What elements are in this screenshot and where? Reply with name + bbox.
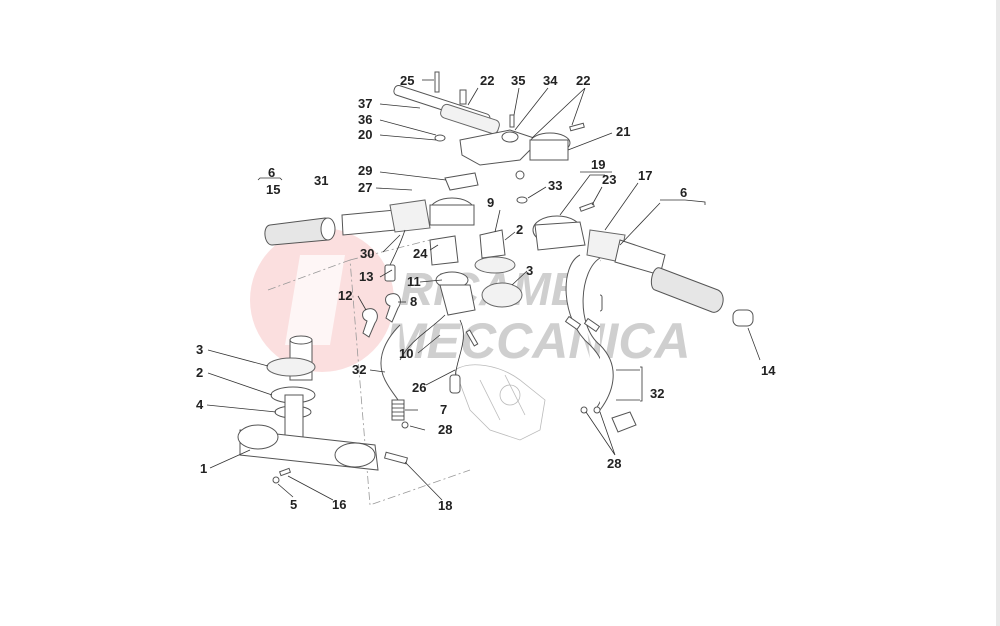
label-24: 24 xyxy=(413,246,428,261)
watermark-line2: MECCANICA xyxy=(385,313,691,369)
label-9: 9 xyxy=(487,195,494,210)
label-6-right: 6 xyxy=(680,185,687,200)
label-1: 1 xyxy=(200,461,207,476)
label-22-right: 22 xyxy=(576,73,590,88)
label-37: 37 xyxy=(358,96,372,111)
frame-ghost xyxy=(454,364,546,441)
label-26: 26 xyxy=(412,380,426,395)
label-20: 20 xyxy=(358,127,372,142)
label-13: 13 xyxy=(359,269,373,284)
label-36: 36 xyxy=(358,112,372,127)
left-handlebar xyxy=(264,197,475,282)
label-15: 15 xyxy=(266,182,280,197)
label-25: 25 xyxy=(400,73,414,88)
label-32-left: 32 xyxy=(352,362,366,377)
label-2-left: 2 xyxy=(196,365,203,380)
label-18: 18 xyxy=(438,498,452,513)
label-4: 4 xyxy=(196,397,204,412)
label-33: 33 xyxy=(548,178,562,193)
label-23: 23 xyxy=(602,172,616,187)
label-31: 31 xyxy=(314,173,328,188)
leader-lines xyxy=(206,79,761,501)
label-5: 5 xyxy=(290,497,297,512)
steering-stem xyxy=(237,335,409,484)
label-2-center: 2 xyxy=(516,222,523,237)
label-19: 19 xyxy=(591,157,605,172)
label-34: 34 xyxy=(543,73,558,88)
label-28-right: 28 xyxy=(607,456,621,471)
label-11: 11 xyxy=(407,274,421,289)
label-7: 7 xyxy=(440,402,447,417)
left-cable xyxy=(380,324,409,429)
right-handlebar xyxy=(532,202,754,327)
label-28-left: 28 xyxy=(438,422,452,437)
alignment-lines xyxy=(267,239,471,506)
label-12: 12 xyxy=(338,288,352,303)
label-10: 10 xyxy=(399,346,413,361)
steering-damper xyxy=(393,71,585,204)
label-27: 27 xyxy=(358,180,372,195)
label-17: 17 xyxy=(638,168,652,183)
label-6-left: 6 xyxy=(268,165,275,180)
center-switches xyxy=(474,229,523,308)
label-21: 21 xyxy=(616,124,630,139)
label-29: 29 xyxy=(358,163,372,178)
label-14: 14 xyxy=(761,363,776,378)
ignition-switch xyxy=(362,235,479,394)
label-8: 8 xyxy=(410,294,417,309)
part-labels: 25 22 35 34 22 37 36 20 21 29 19 17 6 15… xyxy=(196,73,776,513)
label-3-left: 3 xyxy=(196,342,203,357)
cables xyxy=(564,254,637,433)
label-16: 16 xyxy=(332,497,346,512)
label-32-right: 32 xyxy=(650,386,664,401)
right-edge-border xyxy=(996,0,1000,626)
label-3-center: 3 xyxy=(526,263,533,278)
label-22-top: 22 xyxy=(480,73,494,88)
label-35: 35 xyxy=(511,73,525,88)
label-30: 30 xyxy=(360,246,374,261)
